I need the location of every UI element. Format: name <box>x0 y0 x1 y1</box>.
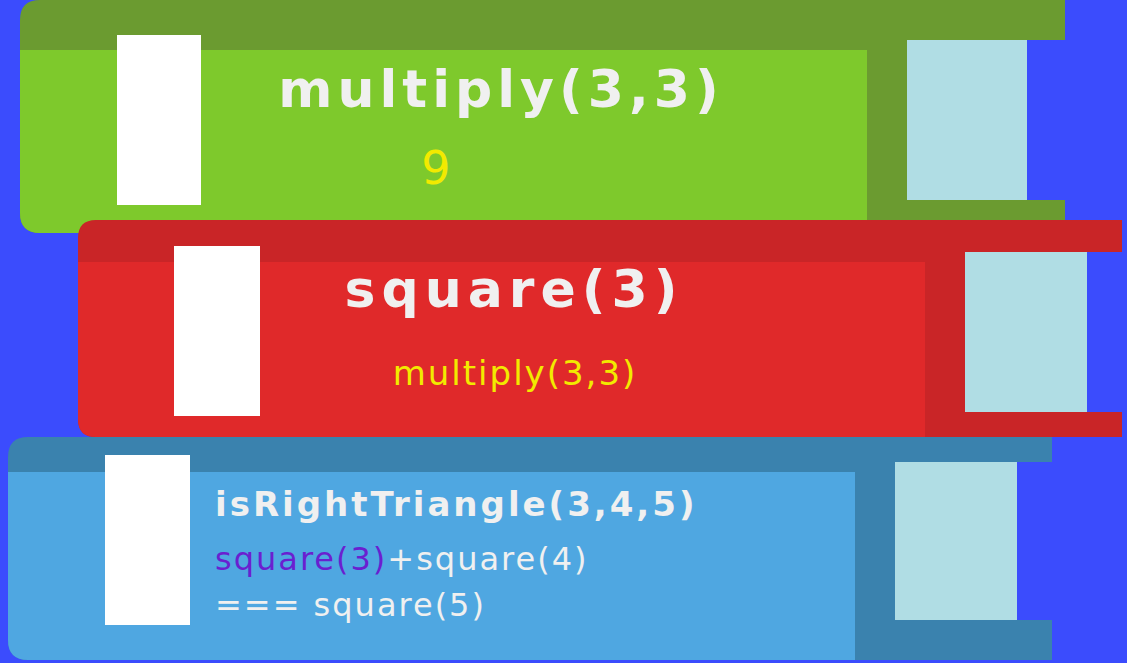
return-value: 9 <box>421 142 450 195</box>
function-call: square(3) <box>345 260 684 320</box>
function-call: isRightTriangle(3,4,5) <box>215 485 697 524</box>
function-call: multiply(3,3) <box>278 60 723 120</box>
book-pages <box>895 462 1017 620</box>
function-body: multiply(3,3) <box>393 354 638 393</box>
code-line: +square(4) <box>387 541 588 578</box>
book: isRightTriangle(3,4,5) square(3)+square(4… <box>8 437 1052 660</box>
book-cover <box>8 437 1052 660</box>
bookmark <box>105 455 190 625</box>
book: square(3) multiply(3,3) <box>78 220 1122 437</box>
book-cover <box>20 0 1065 233</box>
bookmark <box>174 246 260 416</box>
book-cover <box>78 220 1122 437</box>
book-pages <box>907 40 1027 200</box>
function-call-highlight: square(3) <box>215 541 387 578</box>
book: multiply(3,3) 9 <box>20 0 1065 233</box>
book-pages <box>965 252 1087 412</box>
code-line: === square(5) <box>215 587 486 624</box>
bookmark <box>117 35 201 205</box>
